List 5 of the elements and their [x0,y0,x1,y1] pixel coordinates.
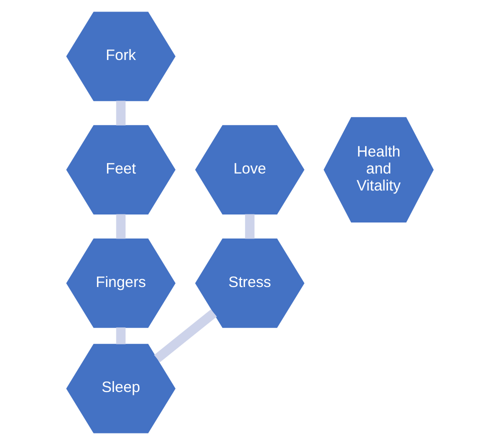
connector [154,309,217,362]
connector [116,327,126,344]
connector [245,214,254,239]
connector [116,214,126,239]
connector [116,100,126,126]
